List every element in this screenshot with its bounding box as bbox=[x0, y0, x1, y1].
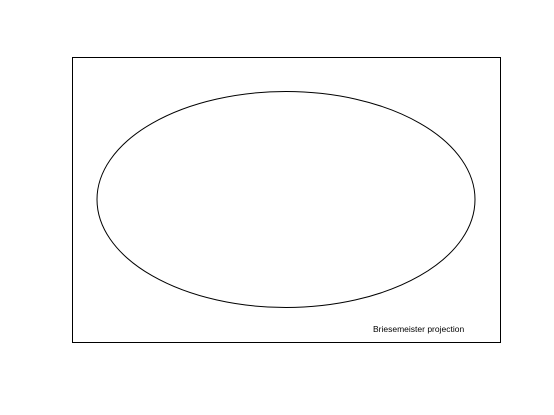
projection-label: Briesemeister projection bbox=[373, 324, 464, 334]
projection-outline bbox=[96, 91, 476, 308]
plot-frame bbox=[72, 57, 501, 343]
